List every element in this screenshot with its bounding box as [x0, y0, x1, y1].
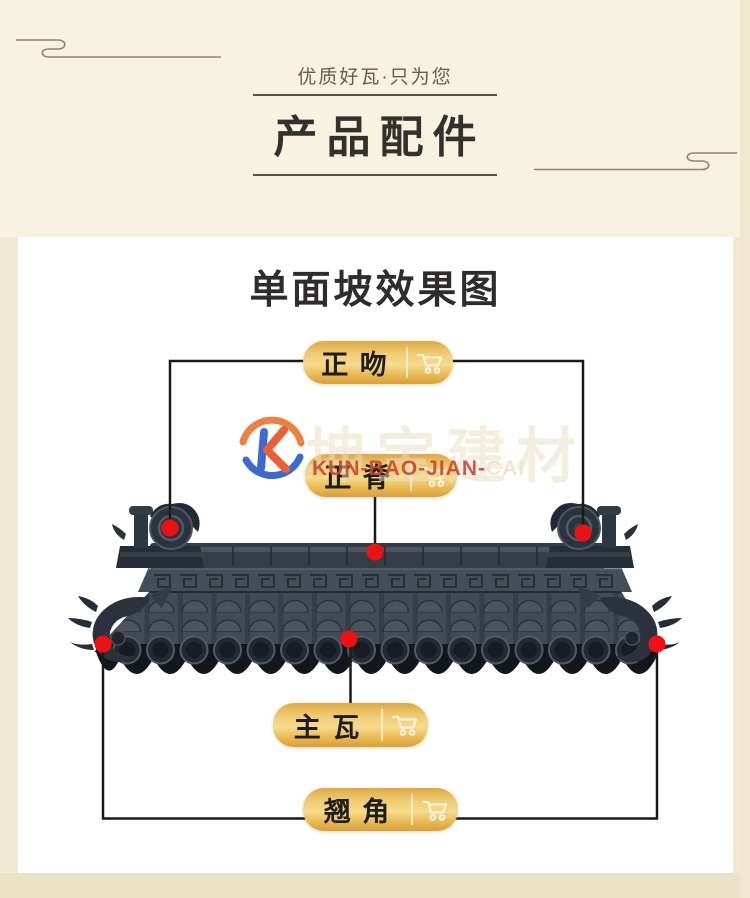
pill-divider [406, 347, 408, 378]
shopping-cart-icon[interactable] [421, 798, 449, 821]
pill-divider [411, 794, 413, 825]
marker-dot-zhengwen-right [574, 524, 592, 542]
section-title: 产品配件 [273, 113, 486, 162]
brand-watermark-cn: 坤宝建材 [306, 423, 586, 490]
shopping-cart-icon[interactable] [416, 351, 444, 374]
roof-product-image [67, 501, 683, 674]
roof-tiles [94, 591, 657, 652]
page-footer-band [0, 873, 750, 898]
shopping-cart-icon[interactable] [420, 464, 448, 487]
part-button-zhuwa[interactable]: 主 瓦 [273, 703, 428, 747]
cloud-motif-top-left [16, 39, 221, 58]
part-label: 正 吻 [321, 350, 389, 380]
cloud-motif-right [534, 152, 737, 171]
part-label: 翘 角 [323, 797, 392, 827]
pill-divider [381, 709, 383, 741]
marker-dot-zhengwen-left [161, 519, 179, 537]
part-button-zhengwen[interactable]: 正 吻 [303, 341, 453, 384]
part-label: 主 瓦 [293, 712, 362, 743]
tagline-text: 优质好瓦·只为您 [297, 67, 453, 88]
shopping-cart-icon[interactable] [391, 714, 419, 737]
brand-en-suffix: CAI [486, 457, 526, 480]
page-edge-shade [740, 0, 750, 898]
marker-dot-zhengji [366, 543, 384, 561]
roof-ridge-band [138, 568, 632, 592]
pill-divider [410, 460, 412, 491]
marker-dot-qiaojiao-right [648, 635, 666, 653]
part-button-zhengji[interactable]: 正 脊 [305, 454, 457, 497]
part-label: 正 脊 [324, 463, 392, 493]
brand-en-main: KUN-BAO-JIAN- [312, 457, 486, 480]
ridge-ornament-right [544, 501, 640, 570]
diagram-title: 单面坡效果图 [249, 269, 502, 312]
marker-dot-qiaojiao-left [94, 635, 112, 653]
brand-logo-icon [239, 416, 305, 480]
section-title-block: 产品配件 [253, 94, 497, 176]
ridge-ornament-left [110, 501, 206, 570]
brand-watermark-en: KUN-BAO-JIAN-CAI [312, 457, 525, 481]
roof-eave-discs [112, 635, 644, 665]
part-button-qiaojiao[interactable]: 翘 角 [303, 788, 458, 831]
marker-dot-zhuwa [340, 630, 358, 648]
